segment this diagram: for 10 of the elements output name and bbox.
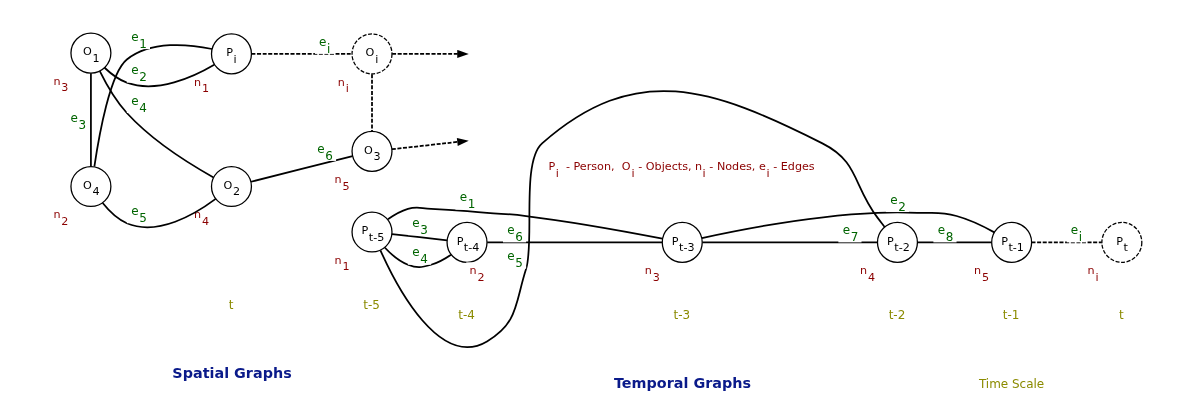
label: Temporal Graphs [613,375,751,392]
label: Time Scale [978,377,1044,392]
label: t-2 [888,308,905,323]
label: t-5 [362,298,380,313]
label: t-3 [672,308,690,323]
label: t-1 [1002,308,1019,323]
label: t [1118,308,1124,323]
label: Spatial Graphs [171,364,292,381]
label: t-4 [457,308,475,323]
label: t [228,298,233,313]
